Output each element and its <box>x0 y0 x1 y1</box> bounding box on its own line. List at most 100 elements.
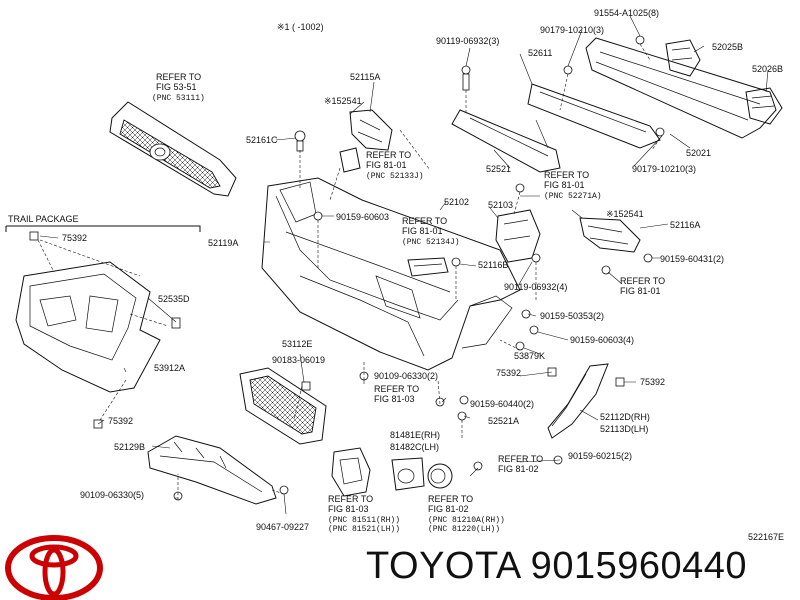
label-52611: 52611 <box>528 48 552 58</box>
label-52521: 52521 <box>486 164 511 174</box>
refer-8101-a: REFER TO FIG 81-01 (PNC 52133J) <box>366 150 424 181</box>
svg-text:REFER TO: REFER TO <box>366 150 411 160</box>
label-52112d: 52112D(RH) <box>600 412 650 422</box>
label-52116b: 52116B <box>478 260 508 270</box>
label-52021: 52021 <box>686 148 711 158</box>
svg-text:REFER TO: REFER TO <box>544 170 589 180</box>
label-52119a: 52119A <box>208 238 238 248</box>
svg-text:FIG 53-51: FIG 53-51 <box>156 82 197 92</box>
brand-part-number: TOYOTA 9015960440 <box>366 545 748 587</box>
label-52129b: 52129B <box>114 442 145 452</box>
svg-text:REFER TO: REFER TO <box>328 494 373 504</box>
retainer-52541 <box>339 147 361 173</box>
label-52102: 52102 <box>444 197 469 207</box>
label-90119-a: 90119-06932(3) <box>436 36 499 46</box>
fog-lamp-cover <box>331 447 371 497</box>
label-52026b: 52026B <box>752 64 783 74</box>
svg-text:(PNC 52271A): (PNC 52271A) <box>544 192 602 201</box>
svg-text:REFER TO: REFER TO <box>428 494 473 504</box>
svg-text:(PNC 81521(LH)): (PNC 81521(LH)) <box>328 525 400 534</box>
svg-text:REFER TO: REFER TO <box>402 216 447 226</box>
diagram-code: 522167E <box>748 532 784 542</box>
svg-text:REFER TO: REFER TO <box>156 72 201 82</box>
svg-text:FIG 81-01: FIG 81-01 <box>544 180 585 190</box>
svg-text:(PNC 81511(RH)): (PNC 81511(RH)) <box>328 516 400 525</box>
label-53912a: 53912A <box>154 363 185 373</box>
label-90109-a: 90109-06330(2) <box>374 371 438 381</box>
label-90159-b: 90159-60431(2) <box>660 254 724 264</box>
bracket-52026b <box>745 87 783 125</box>
svg-text:FIG 81-01: FIG 81-01 <box>366 160 407 170</box>
refer-8103-b: REFER TO FIG 81-03 (PNC 81511(RH)) (PNC … <box>328 494 400 534</box>
bracket-52025b <box>665 39 701 77</box>
svg-text:FIG 81-01: FIG 81-01 <box>402 226 443 236</box>
svg-text:(PNC 53111): (PNC 53111) <box>152 94 205 103</box>
label-52541-b: ※152541 <box>606 209 644 219</box>
label-52116a: 52116A <box>670 220 700 230</box>
label-75392-b: 75392 <box>496 368 521 378</box>
radiator-grille <box>109 101 237 197</box>
svg-text:(PNC 52133J): (PNC 52133J) <box>366 172 424 181</box>
label-52535d: 52535D <box>158 294 190 304</box>
svg-text:(PNC 52134J): (PNC 52134J) <box>402 238 460 247</box>
svg-text:REFER TO: REFER TO <box>374 384 419 394</box>
label-90159-e: 90159-60440(2) <box>470 399 534 409</box>
label-52161c: 52161C <box>246 135 278 145</box>
toyota-logo-icon <box>5 535 103 600</box>
label-90159-c: 90159-50353(2) <box>540 311 604 321</box>
refer-8103-a: REFER TO FIG 81-03 <box>374 384 419 404</box>
bracket-52116b <box>407 257 449 277</box>
bracket-52116a <box>579 217 641 253</box>
trail-package-title: TRAIL PACKAGE <box>8 214 79 224</box>
label-90467: 90467-09227 <box>256 522 309 532</box>
front-bumper-cover <box>261 177 521 371</box>
label-52113d: 52113D(LH) <box>600 424 648 434</box>
bumper-reinforcement <box>451 37 777 173</box>
refer-8101-b: REFER TO FIG 81-01 (PNC 52271A) <box>544 170 602 201</box>
label-90119-b: 90119-06932(4) <box>504 282 567 292</box>
svg-text:FIG 81-02: FIG 81-02 <box>428 504 469 514</box>
svg-text:REFER TO: REFER TO <box>620 276 665 286</box>
svg-text:FIG 81-03: FIG 81-03 <box>374 394 415 404</box>
label-52025b: 52025B <box>712 42 743 52</box>
label-90183: 90183-06019 <box>272 355 325 365</box>
label-53879k: 53879K <box>514 351 545 361</box>
fog-lamp <box>427 463 453 489</box>
refer-8102-a: REFER TO FIG 81-02 <box>498 454 543 474</box>
svg-text:FIG 81-02: FIG 81-02 <box>498 464 539 474</box>
side-moulding-52112d <box>547 363 609 439</box>
bracket-52115a <box>349 109 393 151</box>
label-52541-a: ※152541 <box>324 96 362 106</box>
svg-text:FIG 81-03: FIG 81-03 <box>328 504 369 514</box>
refer-5351: REFER TO FIG 53-51 (PNC 53111) <box>152 72 205 103</box>
label-75392-a: 75392 <box>62 233 87 243</box>
label-90109-b: 90109-06330(5) <box>80 490 144 500</box>
svg-text:(PNC 81220(LH)): (PNC 81220(LH)) <box>428 525 500 534</box>
svg-text:(PNC 81210A(RH)): (PNC 81210A(RH)) <box>428 516 505 525</box>
svg-text:FIG 81-01: FIG 81-01 <box>620 286 661 296</box>
label-75392-d: 75392 <box>108 416 133 426</box>
label-90159-f: 90159-60215(2) <box>568 451 632 461</box>
refer-8102-b: REFER TO FIG 81-02 (PNC 81210A(RH)) (PNC… <box>428 494 505 534</box>
label-90179-a: 90179-10210(3) <box>540 25 604 35</box>
trail-package-box: TRAIL PACKAGE <box>5 214 201 421</box>
label-90159-a: 90159-60603 <box>336 212 389 222</box>
label-53112e: 53112E <box>282 339 312 349</box>
label-52103: 52103 <box>488 200 513 210</box>
label-75392-c: 75392 <box>640 377 665 387</box>
label-90159-d: 90159-60603(4) <box>570 335 634 345</box>
label-52521a: 52521A <box>488 416 519 426</box>
label-52115a: 52115A <box>350 72 380 82</box>
refer-8101-c: REFER TO FIG 81-01 (PNC 52134J) <box>402 216 460 247</box>
lower-absorber-52129b <box>147 435 277 505</box>
label-81481e: 81481E(RH) <box>390 430 440 440</box>
leader-lines <box>39 15 769 515</box>
fog-lamp-bezel <box>391 457 425 491</box>
label-90179-b: 90179-10210(3) <box>632 164 696 174</box>
lower-grille-53112e <box>239 367 327 445</box>
label-81482c: 81482C(LH) <box>390 442 439 452</box>
refer-8101-d: REFER TO FIG 81-01 <box>620 276 665 296</box>
header-note: ※1 ( -1002) <box>277 22 324 32</box>
label-91554: 91554-A1025(8) <box>594 8 659 18</box>
